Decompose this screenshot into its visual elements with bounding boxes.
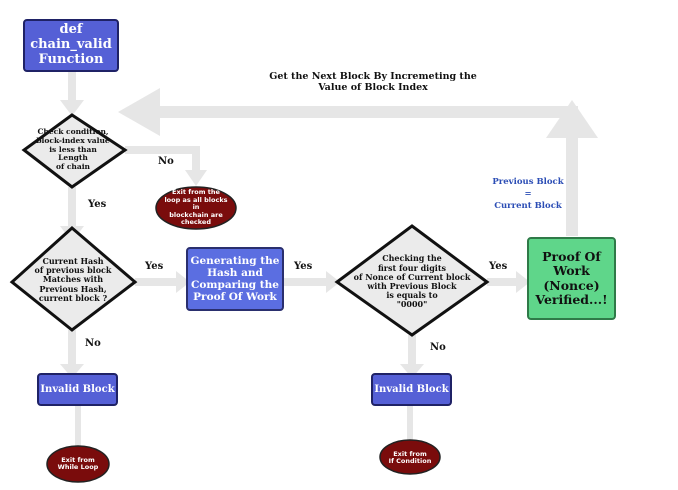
edge-label-no: No <box>85 338 101 349</box>
arrowhead <box>400 364 424 378</box>
proof-verified-box: Proof Of Work (Nonce) Verified...! <box>527 237 616 320</box>
decision-index-text: Check condition, block-index value is le… <box>36 127 110 171</box>
equals-label: = <box>524 189 532 200</box>
arrowhead <box>326 271 340 293</box>
exit-oval-if <box>379 439 441 475</box>
exit-if-text: Exit from If Condition <box>388 449 432 465</box>
exit-oval-while <box>46 445 110 483</box>
exit-while-text: Exit from While Loop <box>57 455 99 471</box>
decision-nonce-text: Checking the first four digits of Nonce … <box>353 253 471 310</box>
loop-back-annotation: Get the Next Block By Incremeting the Va… <box>269 71 477 93</box>
arrowhead-left <box>118 88 160 136</box>
exit-all-text: Exit from the loop as all blocks in bloc… <box>164 188 228 227</box>
decision-diamond-hash <box>9 226 138 332</box>
edge-label-yes: Yes <box>145 261 164 272</box>
previous-block-label: Previous Block <box>492 177 564 188</box>
arrowhead <box>60 364 84 378</box>
arrowheads <box>60 88 598 378</box>
decision-diamond-index <box>21 113 128 189</box>
edge-label-yes: Yes <box>294 261 313 272</box>
edge-label-no: No <box>430 342 446 353</box>
arrowhead <box>185 170 207 186</box>
decision-diamond-nonce <box>334 224 490 337</box>
arrowhead-up <box>546 100 598 138</box>
edge-label-yes: Yes <box>88 199 107 210</box>
generate-hash-box: Generating the Hash and Comparing the Pr… <box>186 247 284 311</box>
arrowhead <box>176 271 190 293</box>
invalid-block-box-1: Invalid Block <box>37 373 118 406</box>
arrow-cond-to-exit <box>125 146 200 172</box>
arrowhead <box>516 271 530 293</box>
invalid-block-box-2: Invalid Block <box>371 373 452 406</box>
edge-label-yes: Yes <box>489 261 508 272</box>
exit-oval-all <box>155 186 237 230</box>
arrowhead <box>60 100 84 116</box>
start-function-box: def chain_valid Function <box>23 19 119 72</box>
edge-label-no: No <box>158 156 174 167</box>
current-block-label: Current Block <box>494 201 562 212</box>
decision-hash-text: Current Hash of previous block Matches w… <box>34 256 112 303</box>
connectors-bottom <box>75 406 413 446</box>
